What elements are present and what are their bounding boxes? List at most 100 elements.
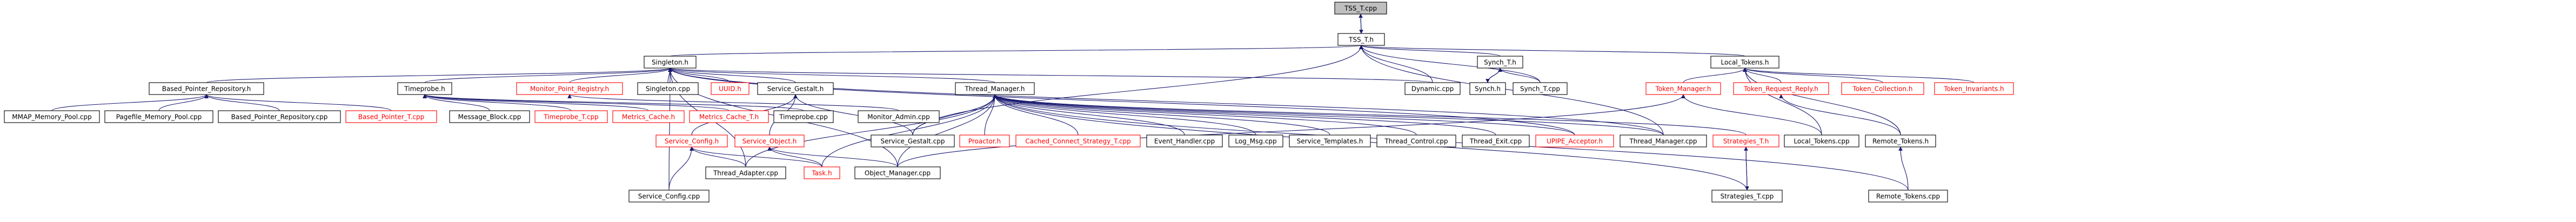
node-based-pointer-repository-h[interactable]: Based_Pointer_Repository.h (149, 82, 264, 95)
node-proactor-h[interactable]: Proactor.h (959, 134, 1010, 147)
node-timeprobe-h[interactable]: Timeprobe.h (397, 82, 452, 95)
node-label: Pagefile_Memory_Pool.cpp (116, 113, 202, 121)
edge-based_pointer_repository_h-to-based_pointer_repository_cpp (204, 94, 280, 111)
node-singleton-cpp[interactable]: Singleton.cpp (637, 82, 699, 95)
node-box (612, 110, 685, 123)
node-synch-t-h[interactable]: Synch_T.h (1477, 56, 1523, 69)
node-box (955, 82, 1035, 95)
edge-token_manager_h-to-object_manager_cpp (897, 94, 1685, 167)
edge-singleton_h-to-upipe_acceptor_h (668, 68, 1575, 136)
edge-thread_manager_h-to-task_h (821, 94, 997, 167)
node-service-config-cpp[interactable]: Service_Config.cpp (628, 190, 710, 203)
node-tss-t-h[interactable]: TSS_T.h (1337, 33, 1385, 46)
edge-remote_tokens_h-to-remote_tokens_cpp (1898, 146, 1909, 191)
node-box (1334, 2, 1387, 15)
node-cached-connect-strategy-t-cpp[interactable]: Cached_Connect_Strategy_T.cpp (1015, 134, 1141, 147)
node-label: Dynamic.cpp (1411, 85, 1454, 93)
node-log-msg-cpp[interactable]: Log_Msg.cpp (1228, 134, 1283, 147)
node-token-invariants-h[interactable]: Token_Invariants.h (1934, 82, 2014, 95)
node-monitor-point-registry-h[interactable]: Monitor_Point_Registry.h (516, 82, 623, 95)
node-label: Thread_Adapter.cpp (713, 170, 778, 177)
node-uuid-h[interactable]: UUID.h (711, 82, 750, 95)
node-label: UPIPE_Acceptor.h (1547, 138, 1603, 145)
node-thread-control-cpp[interactable]: Thread_Control.cpp (1376, 134, 1456, 147)
node-label: Thread_Manager.cpp (1629, 138, 1697, 145)
node-mmap-memory-pool-cpp[interactable]: MMAP_Memory_Pool.cpp (4, 110, 100, 123)
edge-tss_t_h-to-synch_t_h (1359, 45, 1501, 57)
node-label: Task.h (811, 170, 832, 177)
edge-thread_manager_h-to-service_templates_h (993, 94, 1330, 136)
node-box (1289, 134, 1371, 147)
edge-singleton_h-to-service_gestalt_h (668, 68, 796, 83)
node-based-pointer-t-cpp[interactable]: Based_Pointer_T.cpp (345, 110, 437, 123)
node-token-request-reply-h[interactable]: Token_Request_Reply.h (1733, 82, 1829, 95)
node-box (149, 82, 264, 95)
node-dynamic-cpp[interactable]: Dynamic.cpp (1404, 82, 1461, 95)
node-object-manager-cpp[interactable]: Object_Manager.cpp (854, 166, 941, 179)
node-box (1868, 190, 1948, 203)
edge-timeprobe_h-to-message_block_cpp (423, 94, 490, 111)
node-local-tokens-cpp[interactable]: Local_Tokens.cpp (1784, 134, 1859, 147)
node-label: Service_Templates.h (1297, 138, 1363, 145)
edge-thread_manager_h-to-thread_exit_cpp (993, 94, 1496, 136)
node-label: UUID.h (719, 85, 741, 93)
node-remote-tokens-cpp[interactable]: Remote_Tokens.cpp (1868, 190, 1948, 203)
edge-singleton_h-to-based_pointer_repository_h (206, 68, 672, 83)
node-box (689, 110, 769, 123)
node-box (516, 82, 623, 95)
node-pagefile-memory-pool-cpp[interactable]: Pagefile_Memory_Pool.cpp (104, 110, 213, 123)
node-service-gestalt-cpp[interactable]: Service_Gestalt.cpp (871, 134, 955, 147)
node-box (1513, 82, 1568, 95)
node-timeprobe-t-cpp[interactable]: Timeprobe_T.cpp (534, 110, 608, 123)
node-label: Based_Pointer_Repository.cpp (231, 113, 328, 121)
node-strategies-t-h[interactable]: Strategies_T.h (1712, 134, 1779, 147)
node-tss-t-cpp[interactable]: TSS_T.cpp (1334, 2, 1387, 15)
node-service-templates-h[interactable]: Service_Templates.h (1289, 134, 1371, 147)
node-thread-adapter-cpp[interactable]: Thread_Adapter.cpp (705, 166, 786, 179)
node-synch-h[interactable]: Synch.h (1469, 82, 1506, 95)
node-box (1784, 134, 1859, 147)
node-synch-t-cpp[interactable]: Synch_T.cpp (1513, 82, 1568, 95)
node-label: Token_Invariants.h (1943, 85, 2004, 93)
node-singleton-h[interactable]: Singleton.h (644, 56, 697, 69)
node-upipe-acceptor-h[interactable]: UPIPE_Acceptor.h (1535, 134, 1614, 147)
node-metrics-cache-t-h[interactable]: Metrics_Cache_T.h (689, 110, 769, 123)
node-box (449, 110, 530, 123)
edge-local_tokens_h-to-token_collection_h (1743, 68, 1883, 83)
node-label: Event_Handler.cpp (1154, 138, 1215, 145)
node-service-config-h[interactable]: Service_Config.h (655, 134, 728, 147)
edge-thread_manager_h-to-log_msg_cpp (993, 94, 1256, 136)
node-thread-manager-cpp[interactable]: Thread_Manager.cpp (1620, 134, 1707, 147)
node-token-manager-h[interactable]: Token_Manager.h (1645, 82, 1721, 95)
edge-service_gestalt_h-to-service_gestalt_cpp (793, 94, 913, 136)
node-timeprobe-cpp[interactable]: Timeprobe.cpp (773, 110, 834, 123)
node-remote-tokens-h[interactable]: Remote_Tokens.h (1865, 134, 1936, 147)
node-box (804, 166, 840, 179)
node-label: Thread_Control.cpp (1384, 138, 1448, 145)
edge-tss_t_h-to-synch_t_cpp (1359, 45, 1541, 83)
node-label: Synch_T.cpp (1520, 85, 1560, 93)
node-local-tokens-h[interactable]: Local_Tokens.h (1710, 56, 1779, 69)
node-based-pointer-repository-cpp[interactable]: Based_Pointer_Repository.cpp (218, 110, 341, 123)
node-box (1711, 190, 1783, 203)
node-message-block-cpp[interactable]: Message_Block.cpp (449, 110, 530, 123)
node-label: MMAP_Memory_Pool.cpp (12, 113, 91, 121)
node-label: Local_Tokens.h (1721, 59, 1769, 66)
node-strategies-t-cpp[interactable]: Strategies_T.cpp (1711, 190, 1783, 203)
edge-layer (51, 14, 1975, 191)
node-task-h[interactable]: Task.h (804, 166, 840, 179)
edge-tss_t_h-to-dynamic_cpp (1359, 45, 1433, 83)
node-metrics-cache-h[interactable]: Metrics_Cache.h (612, 110, 685, 123)
edge-local_tokens_h-to-token_invariants_h (1743, 68, 1975, 83)
node-token-collection-h[interactable]: Token_Collection.h (1841, 82, 1924, 95)
node-box (1228, 134, 1283, 147)
node-service-object-h[interactable]: Service_Object.h (734, 134, 805, 147)
node-thread-exit-cpp[interactable]: Thread_Exit.cpp (1462, 134, 1530, 147)
node-service-gestalt-h[interactable]: Service_Gestalt.h (757, 82, 834, 95)
node-thread-manager-h[interactable]: Thread_Manager.h (955, 82, 1035, 95)
node-box (4, 110, 100, 123)
node-event-handler-cpp[interactable]: Event_Handler.cpp (1146, 134, 1223, 147)
node-monitor-admin-cpp[interactable]: Monitor_Admin.cpp (858, 110, 940, 123)
node-box (1015, 134, 1141, 147)
